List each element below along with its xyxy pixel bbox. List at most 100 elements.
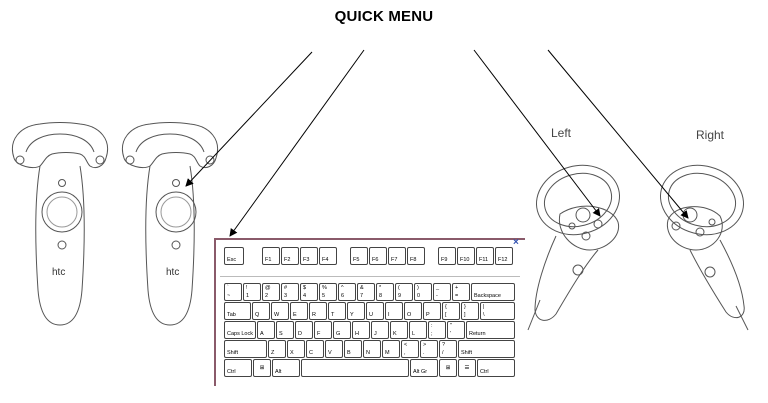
- key-ctrl[interactable]: Ctrl: [477, 359, 515, 377]
- key-f2[interactable]: F2: [281, 247, 299, 265]
- keyboard-divider: [220, 276, 520, 277]
- key-symbol[interactable]: |\: [480, 302, 515, 320]
- key-x[interactable]: X: [287, 340, 305, 358]
- key-shift-label: *: [379, 285, 382, 291]
- key-p[interactable]: P: [423, 302, 441, 320]
- key-c[interactable]: C: [306, 340, 324, 358]
- key-label: Alt Gr: [413, 369, 428, 375]
- key-symbol[interactable]: `~: [224, 283, 242, 301]
- key-label: ,: [404, 350, 406, 356]
- key-f8[interactable]: F8: [407, 247, 425, 265]
- key-ctrl[interactable]: Ctrl: [224, 359, 252, 377]
- key-space[interactable]: [301, 359, 409, 377]
- key-alt-gr[interactable]: Alt Gr: [410, 359, 438, 377]
- key-o[interactable]: O: [404, 302, 422, 320]
- label-left: Left: [551, 126, 572, 140]
- key-label: Alt: [275, 369, 282, 375]
- key-b[interactable]: B: [344, 340, 362, 358]
- key-symbol[interactable]: ?/: [439, 340, 457, 358]
- key-label: 9: [398, 293, 402, 299]
- key-f1[interactable]: F1: [262, 247, 280, 265]
- key-symbol[interactable]: (9: [395, 283, 413, 301]
- key-f9[interactable]: F9: [438, 247, 456, 265]
- key-l[interactable]: L: [409, 321, 427, 339]
- key-symbol[interactable]: +=: [452, 283, 470, 301]
- key-caps-lock[interactable]: Caps Lock: [224, 321, 256, 339]
- key-tab[interactable]: Tab: [224, 302, 251, 320]
- key-f10[interactable]: F10: [457, 247, 475, 265]
- key-shift-label: :: [431, 323, 433, 329]
- key-a[interactable]: A: [257, 321, 275, 339]
- key-symbol[interactable]: @2: [262, 283, 280, 301]
- key-k[interactable]: K: [390, 321, 408, 339]
- key-f11[interactable]: F11: [476, 247, 494, 265]
- key-f12[interactable]: F12: [495, 247, 513, 265]
- key-shift-label: ?: [442, 342, 446, 348]
- key-j[interactable]: J: [371, 321, 389, 339]
- key-symbol[interactable]: &7: [357, 283, 375, 301]
- key-i[interactable]: I: [385, 302, 403, 320]
- keyboard-close-button[interactable]: ×: [513, 237, 519, 248]
- key-esc[interactable]: Esc: [224, 247, 244, 265]
- key-d[interactable]: D: [295, 321, 313, 339]
- key-symbol[interactable]: _-: [433, 283, 451, 301]
- key-r[interactable]: R: [309, 302, 327, 320]
- key-t[interactable]: T: [328, 302, 346, 320]
- key-u[interactable]: U: [366, 302, 384, 320]
- key-w[interactable]: W: [271, 302, 289, 320]
- key-shift-label: ^: [341, 285, 344, 291]
- key-f[interactable]: F: [314, 321, 332, 339]
- key-symbol[interactable]: #3: [281, 283, 299, 301]
- key-symbol[interactable]: >.: [420, 340, 438, 358]
- key-symbol[interactable]: "': [447, 321, 465, 339]
- key-h[interactable]: H: [352, 321, 370, 339]
- key-z[interactable]: Z: [268, 340, 286, 358]
- key-symbol[interactable]: !1: [243, 283, 261, 301]
- key-label: =: [455, 293, 459, 299]
- key-label: F5: [353, 257, 360, 263]
- key-label: K: [393, 331, 397, 337]
- key-label: \: [483, 312, 485, 318]
- key-menu-icon[interactable]: ☰: [458, 359, 476, 377]
- key-q[interactable]: Q: [252, 302, 270, 320]
- key-label: F3: [303, 257, 310, 263]
- key-alt[interactable]: Alt: [272, 359, 300, 377]
- key-shift[interactable]: Shift: [224, 340, 267, 358]
- key-backspace[interactable]: Backspace: [471, 283, 515, 301]
- key-label: G: [336, 331, 341, 337]
- key-return[interactable]: Return: [466, 321, 515, 339]
- key-symbol[interactable]: $4: [300, 283, 318, 301]
- key-label: M: [385, 350, 390, 356]
- key-label: A: [260, 331, 264, 337]
- key-y[interactable]: Y: [347, 302, 365, 320]
- key-shift-label: !: [246, 285, 248, 291]
- key-f5[interactable]: F5: [350, 247, 368, 265]
- key-symbol[interactable]: *8: [376, 283, 394, 301]
- key-symbol[interactable]: ^6: [338, 283, 356, 301]
- key-windows-icon[interactable]: ⊞: [439, 359, 457, 377]
- key-symbol[interactable]: %5: [319, 283, 337, 301]
- key-windows-icon[interactable]: ⊞: [253, 359, 271, 377]
- key-f3[interactable]: F3: [300, 247, 318, 265]
- key-symbol[interactable]: )0: [414, 283, 432, 301]
- key-m[interactable]: M: [382, 340, 400, 358]
- pointer-arrows: [185, 49, 689, 237]
- arrow-to-vive: [185, 51, 313, 187]
- menu-icon: ☰: [464, 365, 470, 371]
- key-shift[interactable]: Shift: [458, 340, 515, 358]
- key-symbol[interactable]: <,: [401, 340, 419, 358]
- key-label: -: [436, 293, 438, 299]
- key-e[interactable]: E: [290, 302, 308, 320]
- key-v[interactable]: V: [325, 340, 343, 358]
- key-s[interactable]: S: [276, 321, 294, 339]
- key-symbol[interactable]: :;: [428, 321, 446, 339]
- key-f6[interactable]: F6: [369, 247, 387, 265]
- key-n[interactable]: N: [363, 340, 381, 358]
- key-g[interactable]: G: [333, 321, 351, 339]
- key-f4[interactable]: F4: [319, 247, 337, 265]
- key-f7[interactable]: F7: [388, 247, 406, 265]
- key-symbol[interactable]: }]: [461, 302, 479, 320]
- key-symbol[interactable]: {[: [442, 302, 460, 320]
- vive-logo-2: htc: [166, 267, 179, 278]
